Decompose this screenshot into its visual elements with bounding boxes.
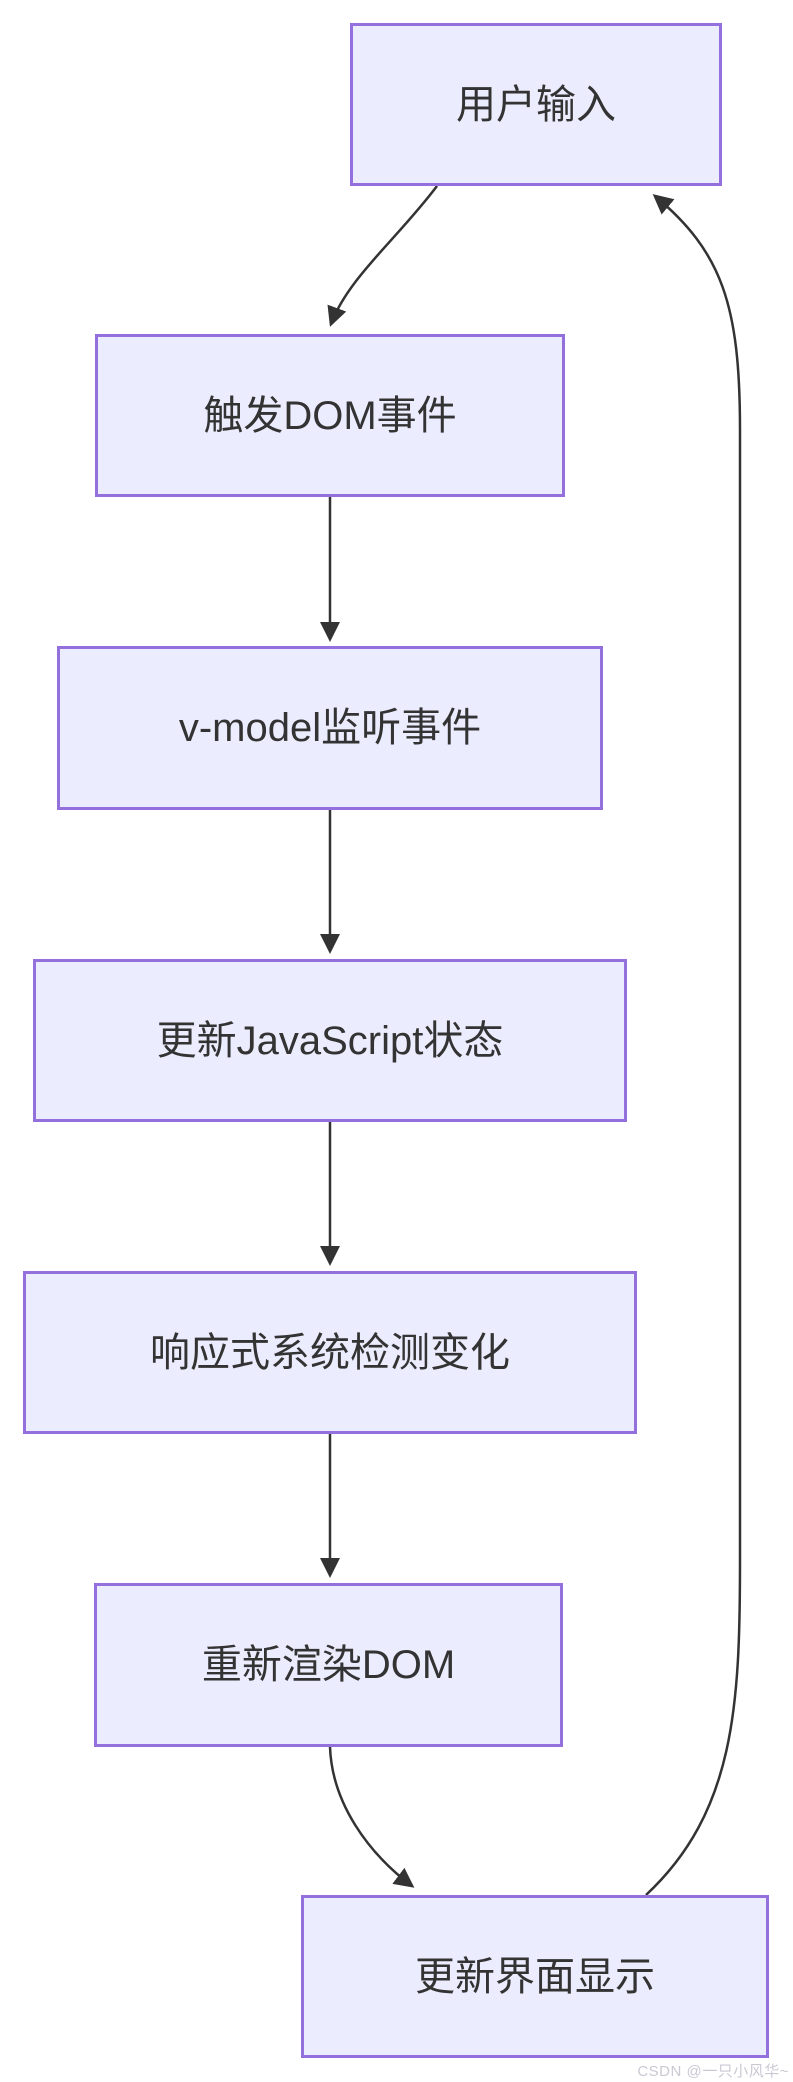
node-update-ui: 更新界面显示 (301, 1895, 769, 2058)
node-rerender-dom: 重新渲染DOM (94, 1583, 563, 1747)
watermark: CSDN @一只小风华~ (637, 2063, 789, 2080)
node-trigger-dom-event: 触发DOM事件 (95, 334, 565, 497)
edge-update-ui-to-user-input-feedback (645, 194, 742, 1896)
edge-user-input-to-trigger-dom-event (327, 185, 438, 327)
node-v-model-listen: v-model监听事件 (57, 646, 603, 810)
node-update-js-state: 更新JavaScript状态 (33, 959, 627, 1122)
node-reactive-detect: 响应式系统检测变化 (23, 1271, 637, 1434)
node-user-input: 用户输入 (350, 23, 722, 186)
edge-rerender-dom-to-update-ui (328, 1746, 415, 1888)
